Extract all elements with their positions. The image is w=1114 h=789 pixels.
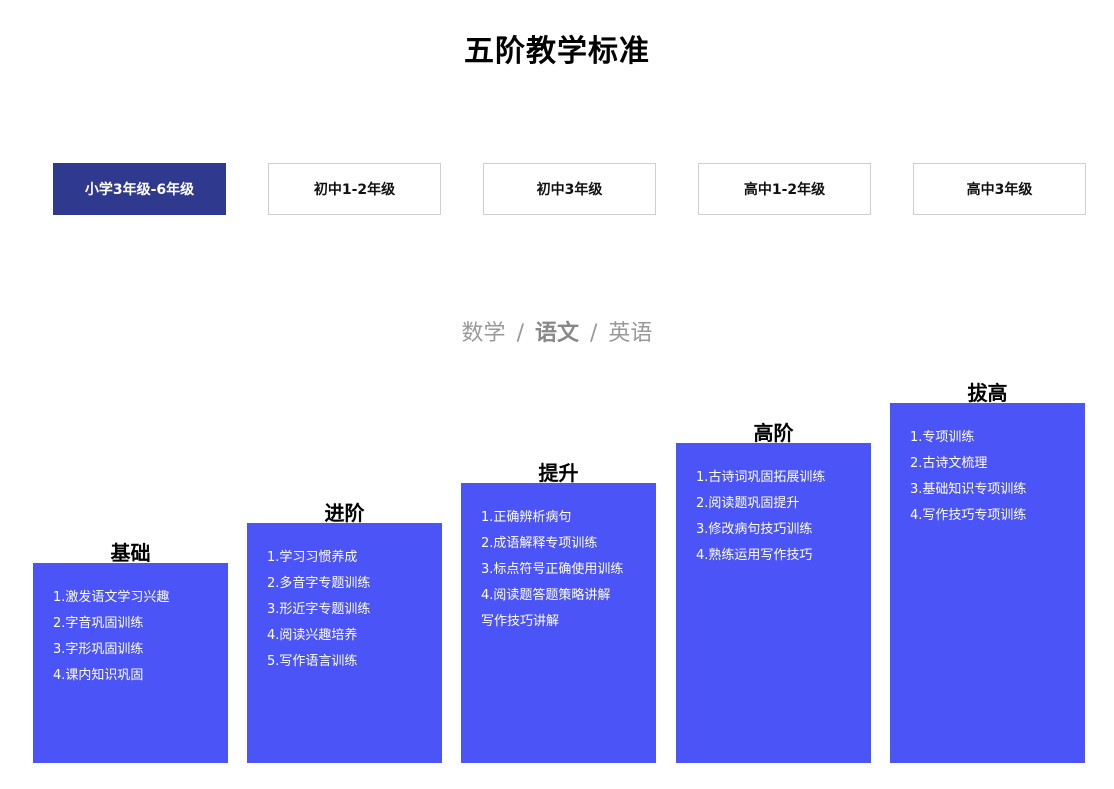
list-item: 1.正确辨析病句 [481, 510, 572, 525]
list-item: 2.成语解释专项训练 [481, 536, 598, 551]
level-box-basic: 1.激发语文学习兴趣 2.字音巩固训练 3.字形巩固训练 4.课内知识巩固 [33, 563, 228, 763]
list-item: 4.阅读题答题策略讲解 [481, 588, 611, 603]
level-box-improve: 1.正确辨析病句 2.成语解释专项训练 3.标点符号正确使用训练 4.阅读题答题… [461, 483, 656, 763]
list-item: 2.多音字专题训练 [267, 576, 371, 591]
list-item: 1.专项训练 [910, 430, 975, 445]
level-box-top: 1.专项训练 2.古诗文梳理 3.基础知识专项训练 4.写作技巧专项训练 [890, 403, 1085, 763]
list-item: 3.修改病句技巧训练 [696, 522, 813, 537]
level-title-intermediate: 进阶 [324, 501, 365, 525]
list-item: 2.阅读题巩固提升 [696, 496, 800, 511]
subject-math[interactable]: 数学 [461, 321, 506, 346]
subject-chinese[interactable]: 语文 [534, 321, 579, 346]
subject-separator: / [590, 321, 598, 346]
list-item: 5.写作语言训练 [267, 654, 358, 669]
list-item: 2.字音巩固训练 [53, 616, 144, 631]
level-title-top: 拔高 [967, 381, 1008, 405]
level-box-advanced: 1.古诗词巩固拓展训练 2.阅读题巩固提升 3.修改病句技巧训练 4.熟练运用写… [676, 443, 871, 763]
subject-switcher: 数学 / 语文 / 英语 [0, 315, 1114, 347]
tab-grade-senior-3[interactable]: 高中3年级 [913, 163, 1086, 215]
list-item: 1.学习习惯养成 [267, 550, 358, 565]
list-item: 写作技巧讲解 [481, 614, 560, 629]
level-title-improve: 提升 [538, 461, 579, 485]
subject-separator: / [516, 321, 524, 346]
page-title: 五阶教学标准 [464, 34, 650, 69]
list-item: 3.标点符号正确使用训练 [481, 562, 624, 577]
list-item: 2.古诗文梳理 [910, 456, 988, 471]
list-item: 4.写作技巧专项训练 [910, 508, 1027, 523]
tab-grade-junior-3[interactable]: 初中3年级 [483, 163, 656, 215]
list-item: 4.阅读兴趣培养 [267, 628, 358, 643]
tab-grade-junior-1-2[interactable]: 初中1-2年级 [268, 163, 441, 215]
list-item: 1.古诗词巩固拓展训练 [696, 470, 826, 485]
level-title-basic: 基础 [110, 541, 151, 565]
list-item: 1.激发语文学习兴趣 [53, 590, 170, 605]
list-item: 4.课内知识巩固 [53, 668, 144, 683]
list-item: 3.形近字专题训练 [267, 602, 371, 617]
tab-grade-primary-3-6[interactable]: 小学3年级-6年级 [53, 163, 226, 215]
level-title-advanced: 高阶 [753, 421, 794, 445]
level-box-intermediate: 1.学习习惯养成 2.多音字专题训练 3.形近字专题训练 4.阅读兴趣培养 5.… [247, 523, 442, 763]
list-item: 3.字形巩固训练 [53, 642, 144, 657]
subject-english[interactable]: 英语 [608, 321, 653, 346]
tab-grade-senior-1-2[interactable]: 高中1-2年级 [698, 163, 871, 215]
list-item: 3.基础知识专项训练 [910, 482, 1027, 497]
list-item: 4.熟练运用写作技巧 [696, 548, 813, 563]
